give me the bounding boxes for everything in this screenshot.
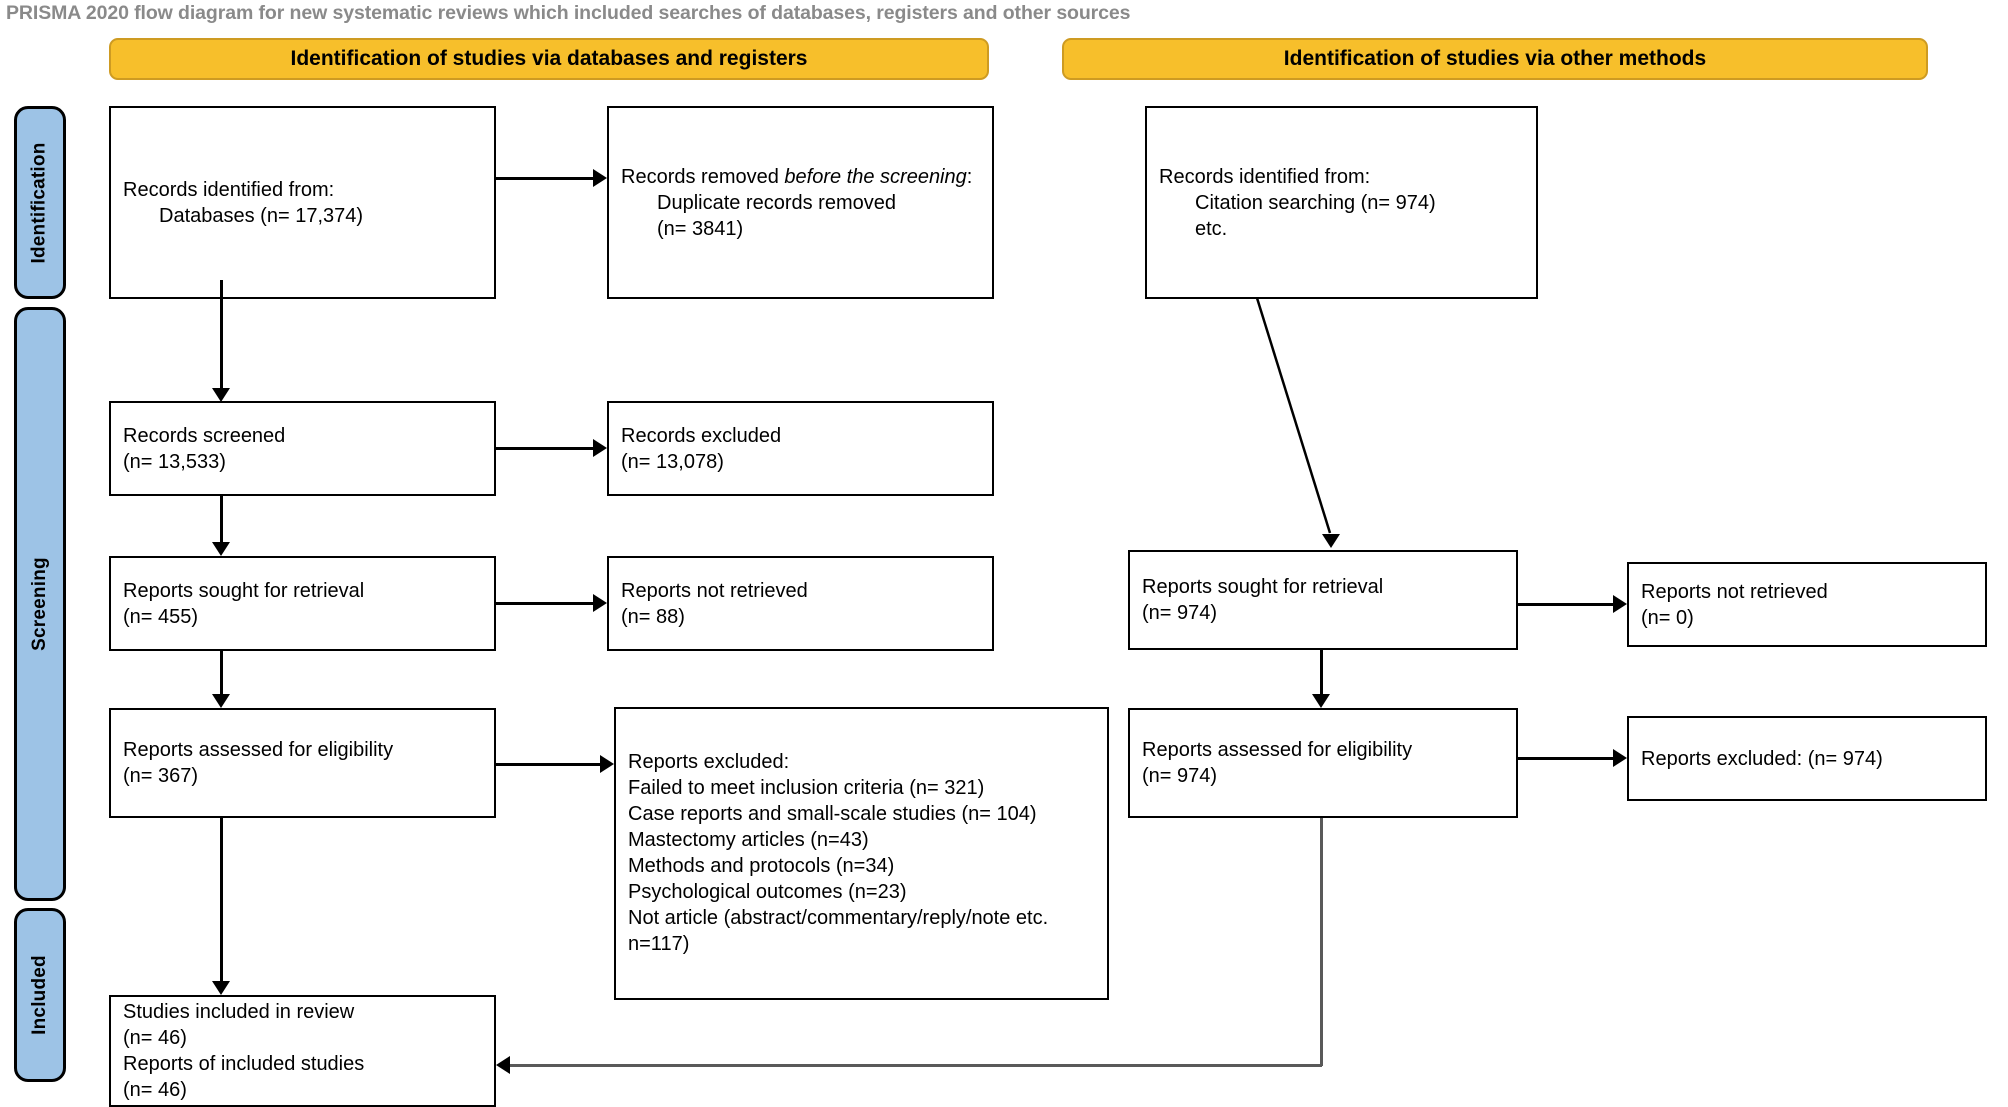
box-line: Databases (n= 17,374)	[159, 204, 364, 227]
box-line: (n= 13,078)	[621, 450, 724, 473]
arrow-identified-to-screened	[212, 388, 230, 402]
box-line: Case reports and small-scale studies (n=…	[628, 803, 1037, 825]
section-header-databases-text: Identification of studies via databases …	[290, 47, 808, 70]
box-line: Not article (abstract/commentary/reply/n…	[628, 907, 1054, 955]
box-line: Reports sought for retrieval	[1142, 576, 1384, 598]
box-line: Psychological outcomes (n=23)	[628, 881, 907, 903]
arrow-other-assessed-to-included	[496, 1056, 510, 1074]
box-line: etc.	[1195, 217, 1228, 240]
connector-identified-to-screened	[220, 280, 223, 388]
connector-other-sought-to-not-retrieved	[1518, 603, 1613, 606]
box-line: Reports excluded:	[628, 751, 790, 773]
box-line-part-italic: before the screening	[784, 165, 967, 188]
box-line: (n= 88)	[621, 605, 685, 628]
connector-other-sought-to-assessed	[1320, 650, 1323, 694]
box-line: Records identified from:	[1159, 165, 1371, 188]
connector-identified-to-removed	[496, 177, 593, 180]
box-reports-sought-databases: Reports sought for retrieval (n= 455)	[109, 556, 496, 651]
box-line: Reports not retrieved	[621, 579, 808, 602]
arrow-sought-to-not-retrieved	[593, 594, 607, 612]
stage-label-screening: Screening	[14, 307, 66, 901]
connector-assessed-to-included	[220, 818, 223, 981]
box-line: Studies included in review	[123, 1001, 355, 1023]
box-line: (n= 46)	[123, 1027, 187, 1049]
box-line: (n= 367)	[123, 765, 199, 787]
arrow-other-sought-to-not-retrieved	[1613, 595, 1627, 613]
stage-label-identification-text: Identification	[29, 141, 50, 264]
box-records-removed-before-screening: Records removed before the screening: Du…	[607, 106, 994, 299]
box-line: Reports not retrieved	[1641, 580, 1828, 603]
box-line: Records screened	[123, 424, 286, 447]
box-line: Reports of included studies	[123, 1053, 365, 1075]
arrow-other-assessed-to-excluded	[1613, 749, 1627, 767]
box-line: Reports assessed for eligibility	[1142, 739, 1413, 761]
connector-assessed-to-excluded	[496, 763, 600, 766]
connector-other-assessed-to-included-horizontal	[510, 1064, 1322, 1067]
box-line: Methods and protocols (n=34)	[628, 855, 895, 877]
connector-other-assessed-to-included-vertical	[1320, 818, 1323, 1066]
connector-sought-to-assessed	[220, 651, 223, 694]
box-line: (n= 46)	[123, 1079, 187, 1101]
box-line: Records identified from:	[123, 178, 335, 201]
box-line: (n= 455)	[123, 605, 199, 628]
box-reports-not-retrieved-other: Reports not retrieved (n= 0)	[1627, 562, 1987, 647]
connector-screened-to-excluded	[496, 447, 593, 450]
arrow-assessed-to-included	[212, 981, 230, 995]
box-line: Reports sought for retrieval	[123, 579, 365, 602]
box-line: (n= 0)	[1641, 606, 1694, 629]
box-records-screened: Records screened (n= 13,533)	[109, 401, 496, 496]
arrow-assessed-to-excluded	[600, 755, 614, 773]
arrow-identified-to-removed	[593, 169, 607, 187]
section-header-other-methods-text: Identification of studies via other meth…	[1283, 47, 1707, 70]
box-line: (n= 974)	[1142, 765, 1218, 787]
arrow-sought-to-assessed	[212, 694, 230, 708]
box-reports-assessed-databases: Reports assessed for eligibility (n= 367…	[109, 708, 496, 818]
section-header-databases: Identification of studies via databases …	[109, 38, 989, 80]
connector-other-identified-to-sought	[1255, 297, 1332, 534]
box-reports-excluded-other: Reports excluded: (n= 974)	[1627, 716, 1987, 801]
box-reports-excluded-databases: Reports excluded: Failed to meet inclusi…	[614, 707, 1109, 1000]
box-line: Records removed before the screening:	[621, 164, 980, 190]
box-line: (n= 13,533)	[123, 450, 226, 473]
box-line: Duplicate records removed	[657, 191, 896, 214]
box-studies-included: Studies included in review (n= 46) Repor…	[109, 995, 496, 1107]
stage-label-screening-text: Screening	[29, 557, 51, 651]
box-line: (n= 974)	[1142, 602, 1218, 624]
arrow-screened-to-excluded	[593, 439, 607, 457]
box-line: Mastectomy articles (n=43)	[628, 829, 869, 851]
stage-label-included: Included	[14, 908, 66, 1082]
box-records-identified-other: Records identified from: Citation search…	[1145, 106, 1538, 299]
box-line: Reports excluded: (n= 974)	[1641, 747, 1883, 770]
box-reports-sought-other: Reports sought for retrieval (n= 974)	[1128, 550, 1518, 650]
box-reports-not-retrieved-databases: Reports not retrieved (n= 88)	[607, 556, 994, 651]
page-title: PRISMA 2020 flow diagram for new systema…	[6, 2, 1131, 24]
box-line: Failed to meet inclusion criteria (n= 32…	[628, 777, 985, 799]
arrow-screened-to-sought	[212, 542, 230, 556]
arrow-other-identified-to-sought	[1322, 534, 1340, 548]
box-line: Reports assessed for eligibility	[123, 739, 394, 761]
connector-sought-to-not-retrieved	[496, 602, 593, 605]
box-reports-assessed-other: Reports assessed for eligibility (n= 974…	[1128, 708, 1518, 818]
box-records-excluded: Records excluded (n= 13,078)	[607, 401, 994, 496]
section-header-other-methods: Identification of studies via other meth…	[1062, 38, 1928, 80]
stage-label-included-text: Included	[29, 955, 50, 1035]
box-line: Records excluded	[621, 424, 782, 447]
arrow-other-sought-to-assessed	[1312, 694, 1330, 708]
stage-label-identification: Identification	[14, 106, 66, 299]
box-line-part: Records removed	[621, 165, 785, 188]
connector-screened-to-sought	[220, 496, 223, 542]
box-records-identified-databases: Records identified from: Databases (n= 1…	[109, 106, 496, 299]
connector-other-assessed-to-excluded	[1518, 757, 1613, 760]
box-line: (n= 3841)	[657, 217, 744, 240]
box-line: Citation searching (n= 974)	[1195, 191, 1436, 214]
box-line-part: :	[966, 165, 973, 188]
